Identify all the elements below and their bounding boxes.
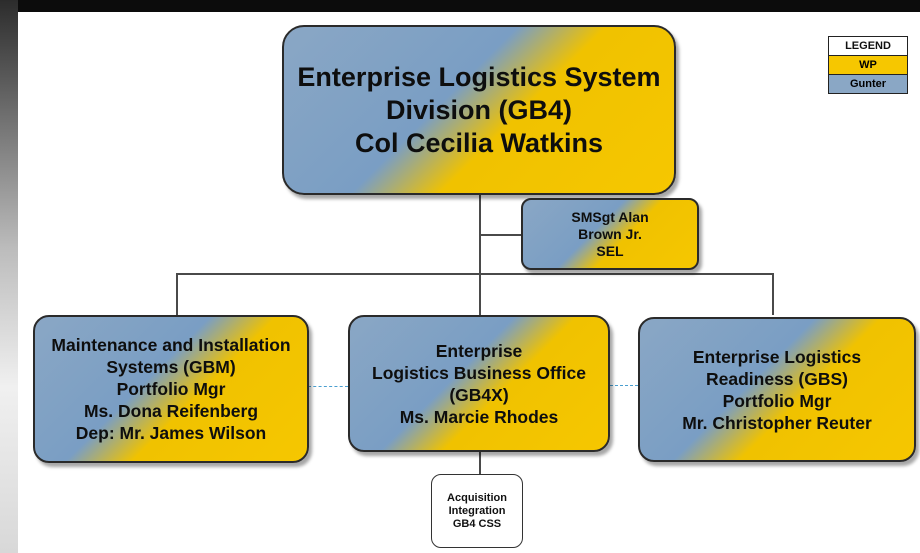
connector-acq-drop [479, 452, 481, 474]
legend-item-wp: WP [829, 55, 907, 74]
division-chief-name: Col Cecilia Watkins [354, 127, 604, 158]
gb4x-line2: Logistics Business Office [372, 362, 586, 383]
acq-line1: Acquisition [447, 491, 507, 504]
sel-name-line1: SMSgt Alan [571, 208, 649, 225]
sel-name-line2: Brown Jr. [578, 225, 642, 242]
acquisition-box: Acquisition Integration GB4 CSS [431, 474, 523, 548]
gbm-line1: Maintenance and Installation [51, 335, 291, 355]
gb4x-line4: Ms. Marcie Rhodes [399, 406, 559, 427]
gbm-line4: Ms. Dona Reifenberg [83, 401, 259, 421]
gb4x-box: Enterprise Logistics Business Office (GB… [348, 315, 610, 452]
gbs-line1: Enterprise Logistics [692, 346, 862, 367]
gbs-line3: Portfolio Mgr [722, 390, 832, 411]
dotted-link-left [308, 386, 348, 387]
division-title-line1: Enterprise Logistics System [297, 61, 661, 92]
acq-line3: GB4 CSS [452, 517, 502, 530]
gbs-line2: Readiness (GBS) [706, 368, 848, 389]
sel-title: SEL [596, 242, 624, 259]
legend-title: LEGEND [829, 37, 907, 55]
gbm-line5: Dep: Mr. James Wilson [75, 423, 267, 443]
dotted-link-right [610, 385, 638, 386]
division-title-line2: Division (GB4) [385, 94, 573, 125]
gbm-line3: Portfolio Mgr [116, 379, 226, 399]
sel-box: SMSgt Alan Brown Jr. SEL [521, 198, 699, 270]
org-chart-canvas: Enterprise Logistics System Division (GB… [18, 12, 920, 553]
division-box: Enterprise Logistics System Division (GB… [282, 25, 676, 195]
left-border [0, 0, 18, 553]
acq-line2: Integration [448, 504, 506, 517]
gbm-box: Maintenance and Installation Systems (GB… [33, 315, 309, 463]
legend-item-gunter: Gunter [829, 74, 907, 93]
gbm-line2: Systems (GBM) [106, 357, 236, 377]
gbs-box: Enterprise Logistics Readiness (GBS) Por… [638, 317, 916, 462]
gbs-line4: Mr. Christopher Reuter [682, 412, 872, 433]
legend: LEGEND WP Gunter [828, 36, 908, 94]
top-border [0, 0, 920, 12]
connector-center-drop [479, 273, 481, 315]
connector-right-drop [772, 273, 774, 315]
connector-sel-branch [479, 234, 521, 236]
connector-left-drop [176, 273, 178, 315]
gb4x-line3: (GB4X) [449, 384, 509, 405]
connector-horizontal-bar [176, 273, 773, 275]
gb4x-line1: Enterprise [435, 340, 523, 361]
